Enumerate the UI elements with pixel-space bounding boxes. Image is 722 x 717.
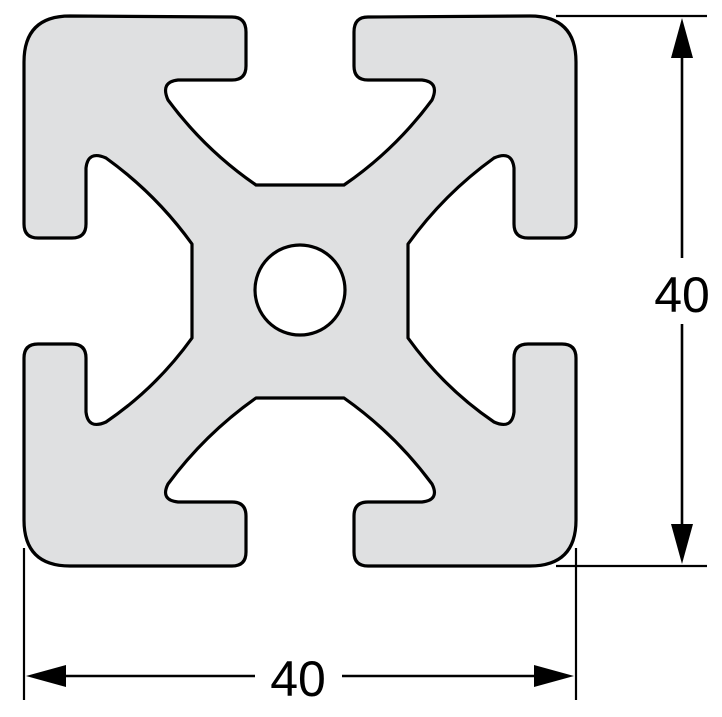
width-dimension-label: 40 bbox=[270, 651, 326, 707]
width-arrow-left bbox=[26, 665, 66, 687]
width-dimension: 40 bbox=[22, 548, 578, 707]
height-dimension: 40 bbox=[556, 14, 710, 568]
height-dimension-label: 40 bbox=[654, 267, 710, 323]
width-arrow-right bbox=[534, 665, 574, 687]
center-bore bbox=[253, 243, 347, 337]
height-arrow-top bbox=[671, 18, 693, 58]
height-arrow-bottom bbox=[671, 524, 693, 564]
